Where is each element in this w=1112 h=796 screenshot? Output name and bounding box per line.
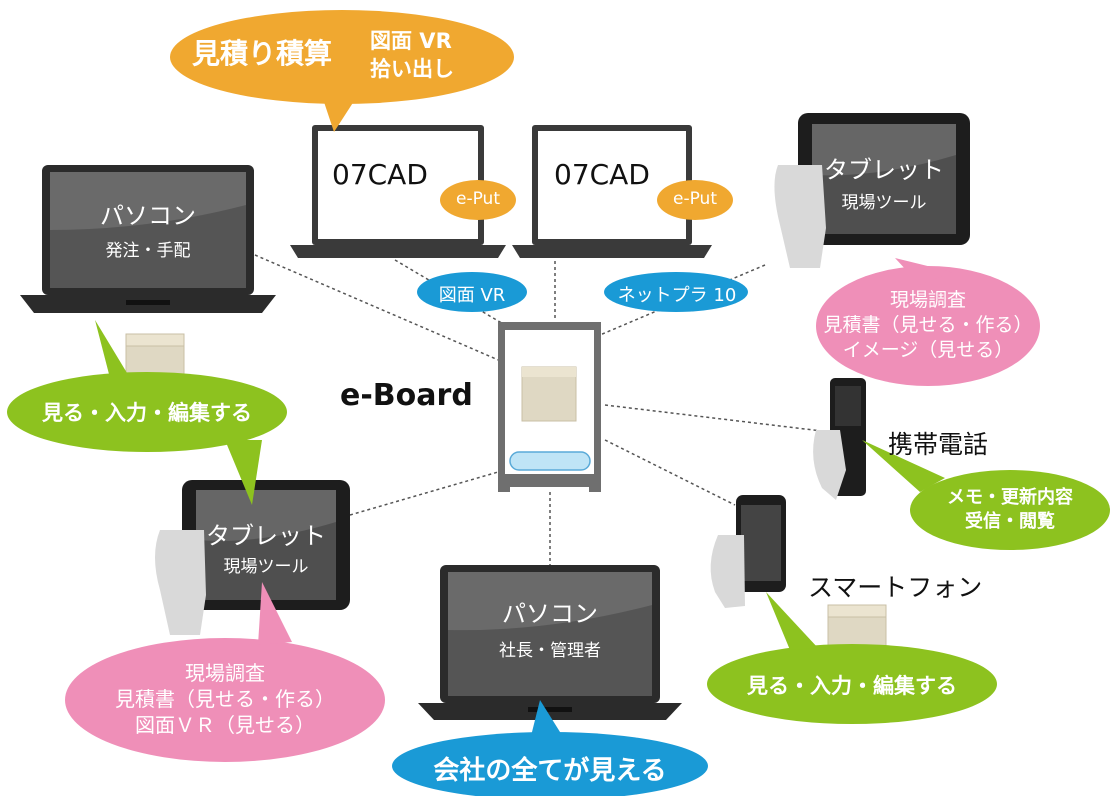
estimate-bubble xyxy=(170,10,514,132)
connector-smartphone xyxy=(604,439,736,506)
pc-left-subtitle: 発注・手配 xyxy=(105,241,191,261)
smartphone-device xyxy=(710,495,786,608)
tablet-left-notes-bubble xyxy=(65,582,385,762)
pc-bottom-laptop xyxy=(418,565,682,720)
tablet-top-subtitle: 現場ツール xyxy=(841,193,927,213)
cad-right-screen-label: 07CAD xyxy=(554,158,650,191)
mobile-phone-device xyxy=(813,378,866,500)
tablet-top-note-3: イメージ（見せる） xyxy=(842,339,1014,361)
smartphone-action-bubble xyxy=(707,592,997,724)
e-put-badge-right xyxy=(657,180,733,220)
pc-left-action-bubble xyxy=(7,320,287,505)
estimate-line2: 拾い出し xyxy=(370,57,454,81)
tablet-top-note-2: 見積書（見せる・作る） xyxy=(823,314,1033,336)
connector-tablet-left xyxy=(349,469,506,516)
estimate-line1: 図面 VR xyxy=(370,29,452,53)
smartphone-label: スマートフォン xyxy=(808,573,983,602)
pc-bottom-action-bubble xyxy=(392,700,708,796)
connector-mobile xyxy=(604,404,831,433)
pc-left-action-label: 見る・入力・編集する xyxy=(42,401,252,425)
eboard-label: e-Board xyxy=(340,378,473,413)
pc-bottom-action-label: 会社の全てが見える xyxy=(433,756,667,786)
mobile-note-1: メモ・更新内容 xyxy=(947,487,1073,508)
netpura-bubble xyxy=(604,272,748,312)
tablet-top-note-1: 現場調査 xyxy=(889,289,966,311)
tablet-left-subtitle: 現場ツール xyxy=(223,557,309,577)
tablet-left-device xyxy=(155,480,350,635)
tablet-top-device xyxy=(774,113,970,268)
mobile-note-2: 受信・閲覧 xyxy=(965,511,1055,532)
eboard-device xyxy=(498,322,601,492)
pc-bottom-title: パソコン xyxy=(502,600,598,628)
tablet-left-note-2: 見積書（見せる・作る） xyxy=(115,687,335,711)
zumen-vr-bubble xyxy=(417,272,527,312)
pc-bottom-subtitle: 社長・管理者 xyxy=(499,641,601,661)
mobile-notes-bubble xyxy=(862,440,1110,550)
connector-pc-left xyxy=(254,254,511,366)
cad-right-badge-label: e-Put xyxy=(673,189,717,209)
tablet-top-notes-bubble xyxy=(816,258,1040,386)
smartphone-action-label: 見る・入力・編集する xyxy=(747,674,957,698)
mobile-label: 携帯電話 xyxy=(888,430,989,459)
cad-left-badge-label: e-Put xyxy=(456,189,500,209)
estimate-main-label: 見積り積算 xyxy=(192,37,333,70)
pc-left-title: パソコン xyxy=(100,202,196,230)
cad-left-laptop xyxy=(290,125,506,258)
tablet-left-note-1: 現場調査 xyxy=(185,661,265,685)
cad-right-laptop xyxy=(512,125,712,258)
cad-left-screen-label: 07CAD xyxy=(332,158,428,191)
netpura-label: ネットプラ 10 xyxy=(617,285,737,306)
zumen-vr-label: 図面 VR xyxy=(438,285,506,306)
e-put-badge-left xyxy=(440,180,516,220)
pc-left-laptop xyxy=(20,165,276,313)
tablet-left-title: タブレット xyxy=(206,522,326,550)
tablet-top-title: タブレット xyxy=(824,156,944,184)
tablet-left-note-3: 図面ＶＲ（見せる） xyxy=(135,713,315,737)
